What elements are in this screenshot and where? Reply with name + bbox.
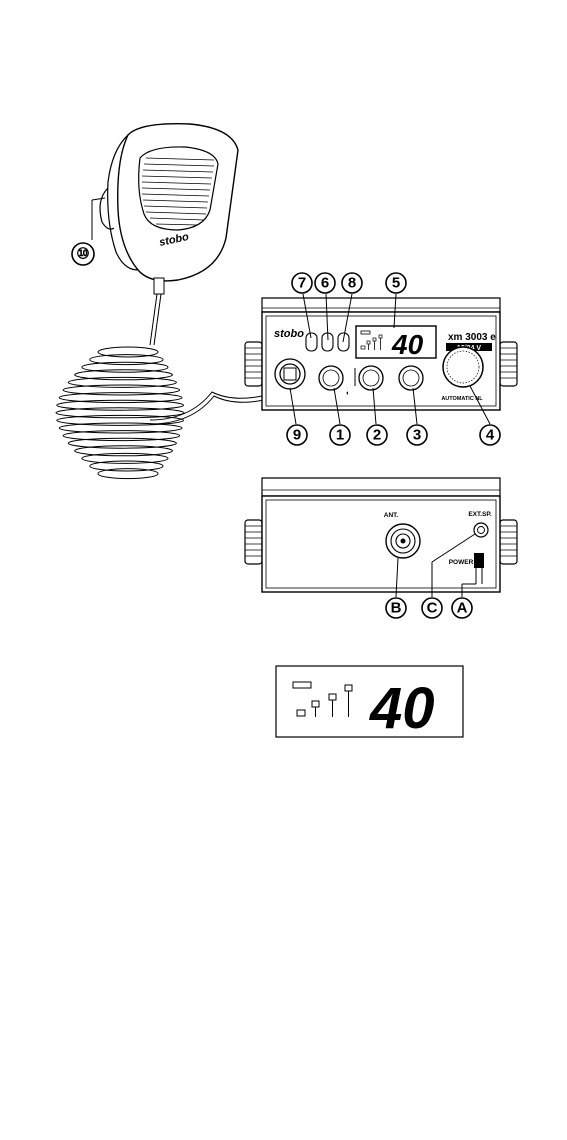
ext-speaker-jack[interactable] (474, 523, 488, 537)
cable-coil-loop (59, 423, 182, 433)
front-lcd-channel: 40 (391, 329, 424, 360)
callout-6: 6 (315, 273, 335, 293)
svg-text:8: 8 (348, 275, 356, 292)
callout-4: 4 (480, 425, 500, 445)
callout-3: 3 (407, 425, 427, 445)
ext-sp-label: EXT.SP. (468, 511, 492, 518)
callout-5: 5 (386, 273, 406, 293)
callout-7: 7 (292, 273, 312, 293)
cable-coil-loop (98, 469, 158, 479)
front-brand-logo: stobo (274, 328, 304, 340)
callout-b: B (386, 598, 406, 618)
cable-coil-loop (90, 461, 163, 471)
svg-text:7: 7 (298, 275, 306, 292)
callout-9: 9 (287, 425, 307, 445)
svg-text:A: A (457, 600, 468, 617)
svg-text:2: 2 (373, 427, 381, 444)
svg-text:⑩: ⑩ (76, 246, 89, 263)
rear-panel-view: ANT. EXT.SP. POWER (245, 478, 517, 592)
knob-2-icon: ◐ (346, 390, 350, 397)
cable-coil-loop (75, 446, 173, 456)
switch-7[interactable] (306, 333, 317, 351)
callout-a: A (452, 598, 472, 618)
callout-8: 8 (342, 273, 362, 293)
antenna-connector[interactable] (386, 524, 420, 558)
cable-coil-loop (82, 453, 168, 463)
svg-text:4: 4 (486, 427, 495, 444)
callout-10: ⑩ (72, 243, 94, 265)
display-detail: 40 (276, 666, 463, 741)
knob-2[interactable] (359, 366, 383, 390)
callout-1: 1 (330, 425, 350, 445)
front-panel-view: stobo 40 xm 3003 e 12/24 V (245, 298, 517, 410)
ant-label: ANT. (384, 512, 399, 519)
svg-text:1: 1 (336, 427, 344, 444)
svg-text:B: B (391, 600, 402, 617)
display-detail-channel: 40 (369, 676, 435, 741)
power-label: POWER (449, 559, 474, 566)
svg-text:9: 9 (293, 427, 301, 444)
callout-c: C (422, 598, 442, 618)
svg-text:3: 3 (413, 427, 421, 444)
callout-2: 2 (367, 425, 387, 445)
cable-coil-loop (56, 408, 184, 418)
knob-4-channel-selector[interactable] (443, 347, 483, 387)
front-model-label: xm 3003 e (448, 332, 496, 343)
cable-coil-loop (63, 431, 180, 441)
cable-coil-loop (57, 415, 184, 425)
knob-1[interactable] (319, 366, 343, 390)
cable-coil-loop (68, 438, 176, 448)
svg-text:5: 5 (392, 275, 400, 292)
svg-text:C: C (427, 600, 438, 617)
svg-text:6: 6 (321, 275, 329, 292)
microphone: stobo (100, 124, 238, 294)
knob-3[interactable] (399, 366, 423, 390)
mic-socket-9[interactable] (275, 359, 305, 389)
